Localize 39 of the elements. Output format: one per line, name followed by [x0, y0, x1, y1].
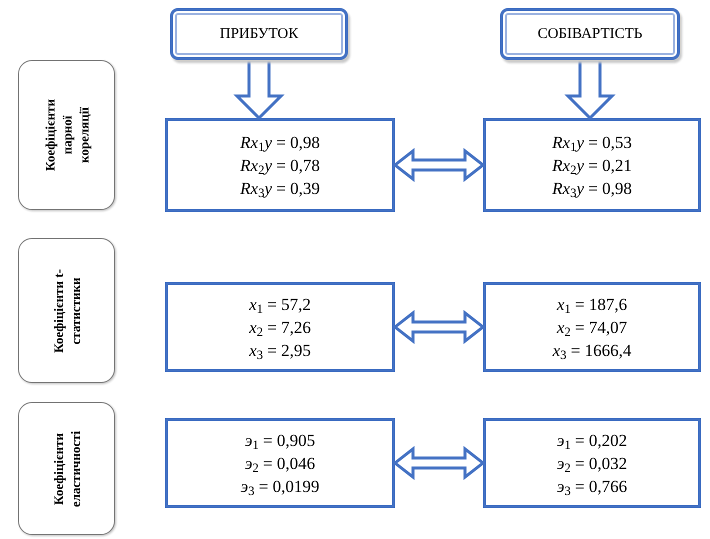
header-text: СОБІВАРТІСТЬ	[538, 24, 642, 44]
header-text: ПРИБУТОК	[220, 24, 298, 44]
category-text: Коефіцієнти t-статистики	[50, 268, 84, 355]
category-text: Коефіцієнти парної кореляції	[41, 98, 92, 173]
formula-text: x$_{2}$ = 74,07	[556, 316, 628, 338]
category-box	[18, 60, 115, 210]
value-box	[165, 282, 395, 372]
category-box	[18, 402, 115, 535]
formula-text: э$_{2}$ = 0,032	[556, 452, 628, 474]
block-arrow	[392, 446, 486, 480]
formula-text: Rx$_{2}$y = 0,78	[240, 154, 320, 176]
value-box	[483, 418, 701, 508]
value-box	[165, 418, 395, 508]
formula-text: Rx$_{1}$y = 0,53	[552, 132, 632, 154]
value-box	[165, 118, 395, 212]
block-arrow	[392, 310, 486, 344]
formula-text: Rx$_{1}$y = 0,98	[240, 132, 320, 154]
formula-text: x$_{1}$ = 187,6	[556, 294, 628, 316]
block-arrow	[564, 58, 616, 120]
formula-text: э$_{1}$ = 0,905	[244, 430, 316, 452]
block-arrow	[233, 58, 285, 120]
category-box	[18, 238, 115, 383]
formula-text: э$_{1}$ = 0,202	[556, 430, 628, 452]
formula-text: э$_{2}$ = 0,046	[244, 452, 316, 474]
header-box	[170, 8, 348, 60]
formula-text: x$_{3}$ = 2,95	[249, 340, 311, 362]
formula-text: Rx$_{3}$y = 0,39	[240, 178, 320, 200]
category-text: Коефіцієнти еластичності	[50, 429, 84, 509]
formula-text: э$_{3}$ = 0,766	[556, 476, 628, 498]
value-box	[483, 118, 701, 212]
formula-text: x$_{2}$ = 7,26	[249, 316, 311, 338]
formula-text: Rx$_{3}$y = 0,98	[552, 178, 632, 200]
formula-text: э$_{3}$ = 0,0199	[240, 476, 320, 498]
block-arrow	[392, 148, 486, 182]
value-box	[483, 282, 701, 372]
header-box	[500, 8, 680, 60]
formula-text: x$_{1}$ = 57,2	[249, 294, 311, 316]
formula-text: x$_{3}$ = 1666,4	[552, 340, 632, 362]
formula-text: Rx$_{2}$y = 0,21	[552, 154, 632, 176]
